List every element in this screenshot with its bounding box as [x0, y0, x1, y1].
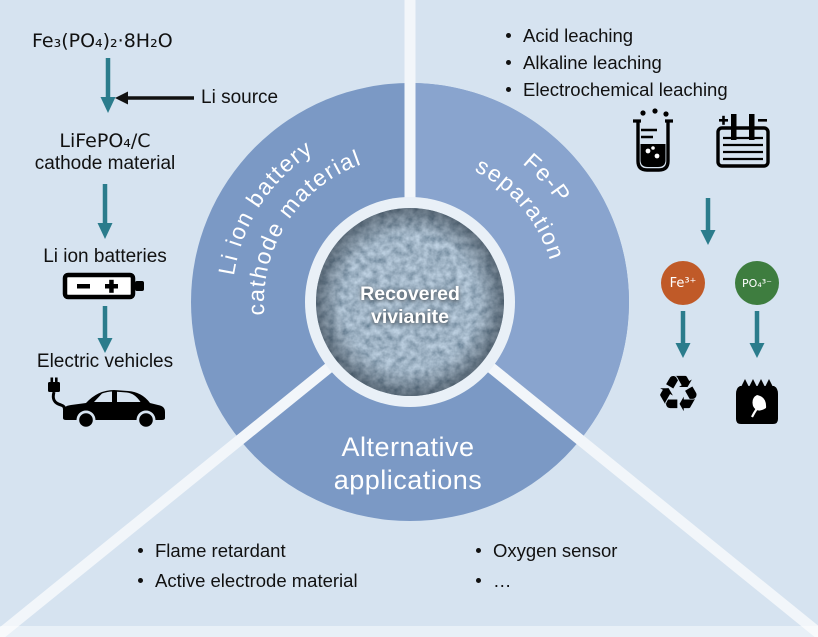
list-item: Active electrode material [138, 567, 358, 594]
center-label-line2: vivianite [371, 306, 449, 328]
bullet-dot [506, 60, 511, 65]
bullet-dot [138, 578, 143, 583]
arrow-down-icon [700, 198, 716, 245]
electrolysis-cell-icon [716, 114, 770, 168]
alternative-list-left: Flame retardant Active electrode materia… [138, 537, 358, 594]
battery-icon [62, 272, 144, 300]
fertilizer-bag-icon [736, 379, 778, 424]
segment-label-alt-line1: Alternative [341, 432, 474, 462]
bullet-dot [138, 548, 143, 553]
list-item-label: Flame retardant [155, 539, 286, 561]
vivianite-photo [316, 208, 504, 396]
bullet-dot [506, 33, 511, 38]
bullet-dot [506, 87, 511, 92]
vivianite-formula: Fe₃(PO₄)₂·8H₂O [32, 30, 173, 52]
beaker-icon [633, 108, 673, 172]
list-item-label: … [493, 569, 512, 591]
arrow-down-icon [749, 311, 765, 358]
list-item-label: Oxygen sensor [493, 539, 618, 561]
electric-vehicles-label: Electric vehicles [36, 351, 174, 372]
segment-fep-fill [410, 83, 629, 440]
list-item: Flame retardant [138, 537, 358, 564]
list-item: Alkaline leaching [506, 49, 728, 76]
list-item-label: Active electrode material [155, 569, 358, 591]
list-item-label: Electrochemical leaching [523, 78, 728, 100]
bullet-dot [476, 578, 481, 583]
list-item-label: Alkaline leaching [523, 51, 662, 73]
li-ion-batteries-label: Li ion batteries [43, 246, 167, 267]
iron-species-badge: Fe³⁺ [661, 261, 705, 305]
list-item: Electrochemical leaching [506, 76, 728, 103]
alternative-list-right: Oxygen sensor … [476, 537, 617, 594]
list-item: Acid leaching [506, 22, 728, 49]
phosphate-species-badge: PO₄³⁻ [735, 261, 779, 305]
bottom-band [0, 626, 818, 637]
bullet-dot [476, 548, 481, 553]
electric-car-icon [48, 377, 165, 427]
arrow-down-icon [97, 306, 113, 353]
list-item-label: Acid leaching [523, 24, 634, 46]
segment-label-alt-line2: applications [334, 465, 483, 495]
list-item: … [476, 567, 617, 594]
leaching-list: Acid leaching Alkaline leaching Electroc… [506, 22, 728, 103]
li-source-label: Li source [201, 87, 279, 108]
arrow-down-icon [675, 311, 691, 358]
recycle-icon: ♻ [656, 365, 701, 423]
cathode-material-line2: cathode material [34, 153, 176, 174]
arrow-down-icon [97, 184, 113, 239]
arrow-down-icon [100, 58, 116, 113]
cathode-material-line1: LiFePO₄/C [59, 130, 151, 152]
list-item: Oxygen sensor [476, 537, 617, 564]
center-label-line1: Recovered [360, 283, 460, 305]
arrow-left-icon [115, 91, 194, 105]
